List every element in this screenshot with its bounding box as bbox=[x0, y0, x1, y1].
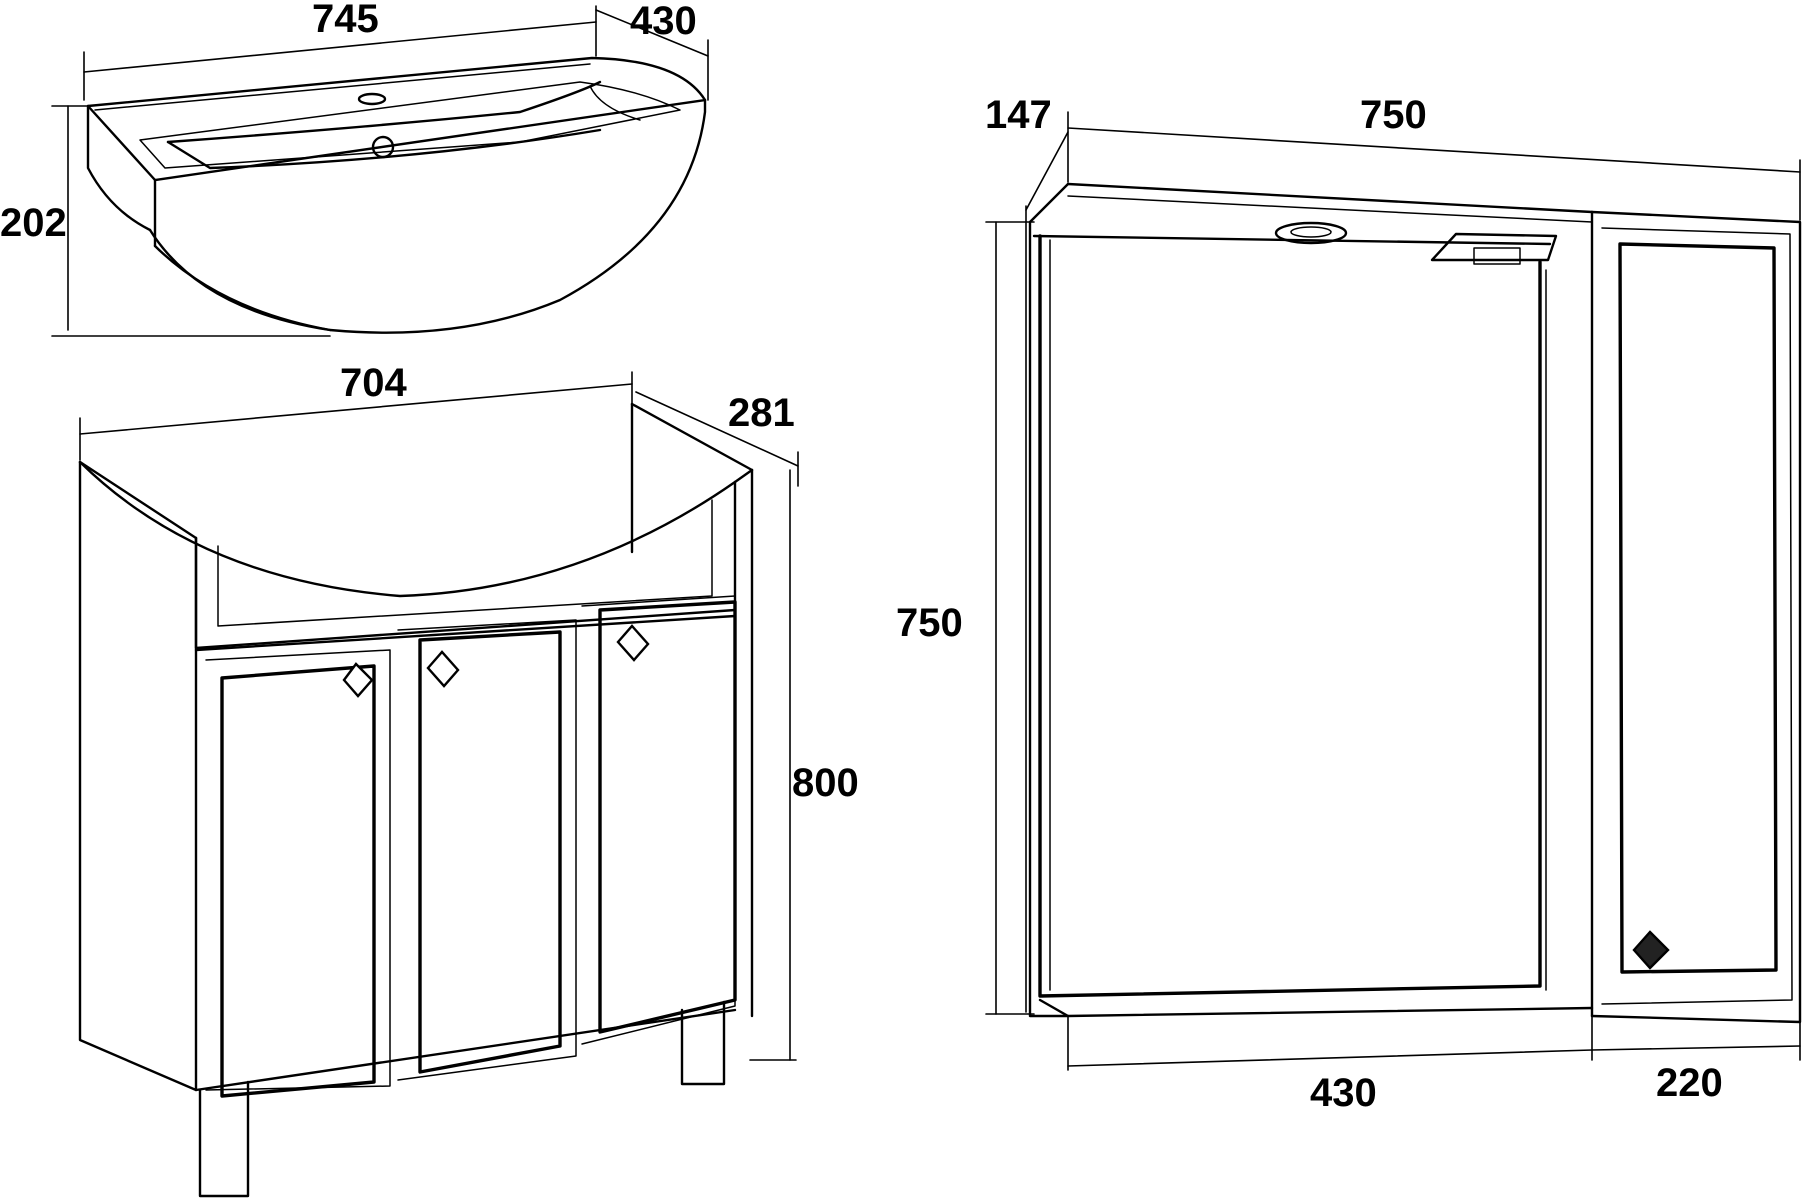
basin-height-label: 202 bbox=[0, 201, 67, 245]
washbasin-drawing bbox=[86, 56, 707, 334]
vanity-depth-label: 281 bbox=[728, 391, 795, 435]
basin-width-label: 745 bbox=[312, 0, 379, 41]
basin-depth-label: 430 bbox=[630, 0, 697, 43]
vanity-height-label: 800 bbox=[792, 761, 859, 805]
mirror-cabinet-dimensions bbox=[985, 111, 1801, 1071]
mirror-width-label: 750 bbox=[1360, 93, 1427, 137]
vanity-width-label: 704 bbox=[340, 361, 407, 405]
mirror-height-label: 750 bbox=[896, 601, 963, 645]
vanity-dimensions bbox=[79, 371, 799, 1061]
mirror-panel-width-label: 430 bbox=[1310, 1071, 1377, 1115]
vanity-drawing bbox=[78, 402, 754, 1198]
basin-dimensions bbox=[51, 5, 709, 337]
mirror-depth-label: 147 bbox=[985, 93, 1052, 137]
side-cabinet-width-label: 220 bbox=[1656, 1061, 1723, 1105]
mirror-cabinet-drawing bbox=[1028, 182, 1802, 1024]
